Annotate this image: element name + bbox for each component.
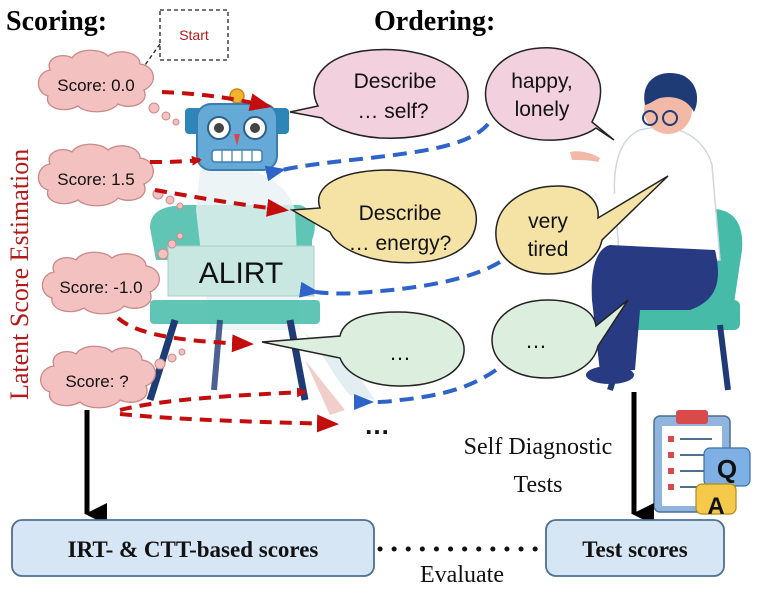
latent-score-label: Latent Score Estimation (5, 149, 34, 400)
question-bubble-2: Describe … energy? (289, 169, 478, 264)
question-bubble-1: Describe … self? (289, 48, 469, 139)
trailing-ellipsis: … (364, 410, 390, 440)
answer-bubble-3: … (491, 299, 629, 379)
evaluate-label: Evaluate (420, 562, 504, 588)
blue-arrow-3 (353, 368, 498, 411)
score-cloud-3: Score: -1.0 (41, 251, 160, 315)
scoring-heading: Scoring: (6, 6, 107, 37)
blue-arrow-1 (264, 122, 490, 182)
test-scores-box: Test scores (545, 519, 725, 577)
thought-trails (148, 102, 186, 370)
alirt-panel: ALIRT (167, 245, 315, 297)
self-diag-line-2: Tests (514, 472, 563, 498)
start-label: Start (179, 27, 209, 43)
question-2-line-2: … energy? (349, 232, 452, 255)
score-label-3: Score: -1.0 (59, 278, 142, 297)
score-label-4: Score: ? (65, 372, 128, 391)
blue-arrows (264, 122, 502, 411)
question-bubble-3: … (261, 311, 465, 387)
qa-icon: Q A (695, 447, 751, 520)
blue-arrow-2 (299, 260, 502, 298)
alirt-label: ALIRT (199, 257, 283, 290)
ordering-heading: Ordering: (374, 6, 495, 37)
score-cloud-1: Score: 0.0 (37, 49, 154, 113)
answer-2-line-2: tired (528, 238, 569, 261)
red-arrow-2b (154, 188, 289, 217)
robot-icon (185, 88, 289, 171)
red-arrow-4b (119, 412, 339, 433)
red-arrow-3 (116, 316, 254, 353)
answer-1-line-1: happy, (511, 70, 573, 93)
question-1-line-1: Describe (354, 70, 437, 93)
answer-bubble-1: happy, lonely (484, 47, 615, 141)
self-diag-line-1: Self Diagnostic (464, 434, 613, 460)
irt-ctt-label: IRT- & CTT-based scores (68, 537, 319, 562)
question-3-text: … (389, 340, 411, 365)
score-label-2: Score: 1.5 (57, 170, 135, 189)
red-arrow-2a (149, 155, 202, 166)
qa-a-letter: A (707, 493, 724, 520)
qa-q-letter: Q (717, 454, 737, 484)
question-1-line-2: … self? (357, 100, 428, 123)
red-arrow-4a (119, 387, 307, 412)
score-cloud-4: Score: ? (40, 345, 156, 409)
start-node: Start (159, 9, 229, 61)
question-2-line-1: Describe (359, 202, 442, 225)
irt-ctt-box: IRT- & CTT-based scores (11, 519, 375, 577)
score-cloud-2: Score: 1.5 (37, 143, 154, 207)
test-scores-label: Test scores (582, 537, 687, 562)
red-arrows (116, 90, 339, 433)
red-arrow-1 (161, 90, 272, 112)
answer-2-line-1: very (528, 210, 568, 233)
answer-3-text: … (525, 328, 547, 353)
answer-1-line-2: lonely (515, 98, 570, 121)
score-label-1: Score: 0.0 (57, 76, 135, 95)
person-illustration (570, 73, 743, 391)
answer-bubble-2: very tired (495, 175, 669, 275)
